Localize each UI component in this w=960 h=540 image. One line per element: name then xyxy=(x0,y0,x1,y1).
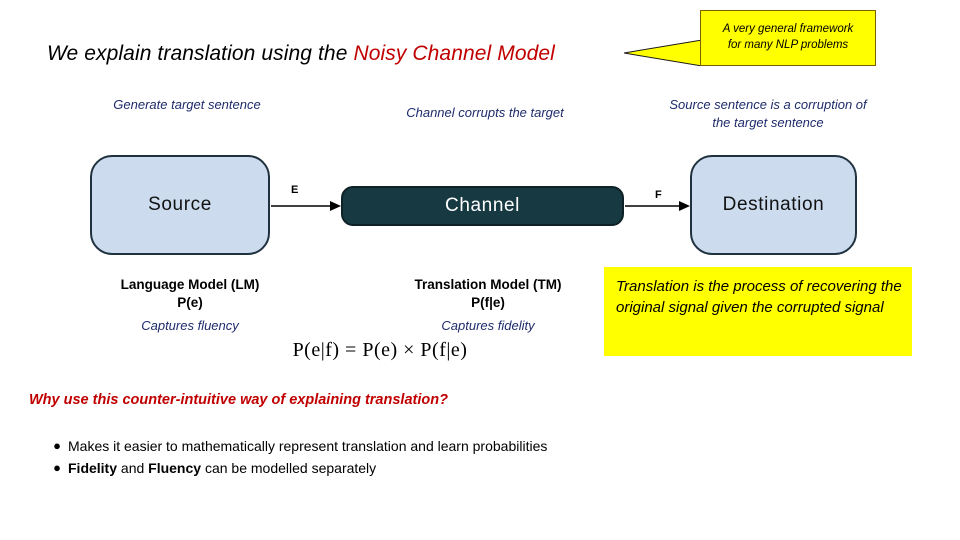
bullet-marker-icon: ● xyxy=(53,459,61,475)
callout-box: A very general framework for many NLP pr… xyxy=(700,10,876,66)
bullet-2-suffix: can be modelled separately xyxy=(201,459,377,476)
callout-line-1: A very general framework xyxy=(722,23,854,36)
note-box-translation: Translation is the process of recovering… xyxy=(604,267,912,356)
translation-model-label: Translation Model (TM) P(f|e) xyxy=(390,276,586,311)
language-model-label: Language Model (LM) P(e) xyxy=(90,276,290,311)
list-item: ● Makes it easier to mathematically repr… xyxy=(46,436,806,458)
translation-model-probability: P(f|e) xyxy=(471,294,505,310)
diagram-box-source: Source xyxy=(90,155,270,255)
language-model-name: Language Model (LM) xyxy=(120,277,260,292)
captures-fluency-label: Captures fluency xyxy=(141,318,239,333)
bullet-2-bold-fidelity: Fidelity xyxy=(68,459,118,476)
list-item: ● Fidelity and Fluency can be modelled s… xyxy=(46,458,806,480)
caption-source-corruption: Source sentence is a corruption of the t… xyxy=(669,97,867,130)
caption-channel-corrupts: Channel corrupts the target xyxy=(406,105,564,120)
callout-tail-icon xyxy=(624,40,702,66)
bullet-item-2-text: Fidelity and Fluency can be modelled sep… xyxy=(68,458,806,480)
diagram-box-destination: Destination xyxy=(690,155,857,255)
captures-fidelity-label: Captures fidelity xyxy=(441,318,535,333)
bullet-2-bold-fluency: Fluency xyxy=(148,459,202,476)
question-text: Why use this counter-intuitive way of ex… xyxy=(29,392,448,408)
bullet-marker-icon: ● xyxy=(53,438,61,453)
page-title: We explain translation using the Noisy C… xyxy=(47,42,555,66)
title-accent-text: Noisy Channel Model xyxy=(353,42,555,65)
bullet-1-suffix: Makes it easier to mathematically repres… xyxy=(68,438,548,454)
arrow-label-e: E xyxy=(291,184,299,196)
bullet-list: ● Makes it easier to mathematically repr… xyxy=(46,436,806,479)
diagram-box-channel: Channel xyxy=(341,186,624,226)
title-lead-text: We explain translation using the xyxy=(47,42,354,65)
caption-generate-target: Generate target sentence xyxy=(113,97,261,112)
bullet-item-1-text: Makes it easier to mathematically repres… xyxy=(68,436,806,458)
bullet-2-mid: and xyxy=(117,459,149,476)
callout-line-2: for many NLP problems xyxy=(727,39,849,51)
translation-model-name: Translation Model (TM) xyxy=(414,277,562,292)
arrow-label-f: F xyxy=(655,189,662,201)
bayes-equation: P(e|f) = P(e) × P(f|e) xyxy=(292,339,468,361)
language-model-probability: P(e) xyxy=(177,294,203,310)
